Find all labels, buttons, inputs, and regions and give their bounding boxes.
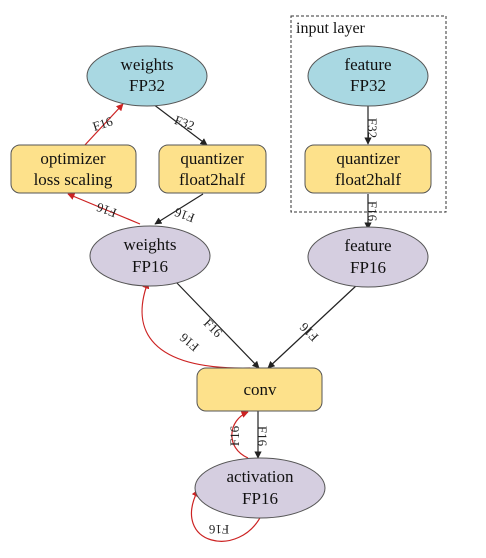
node-optimizer-sublabel: loss scaling — [34, 170, 113, 189]
edges: F16 F32 F16 F16 F32 F16 F16 F16 F16 F16 … — [67, 103, 380, 542]
edge-activation-to-conv — [231, 411, 249, 459]
edge-label-quantizer-to-feature16: F16 — [365, 201, 380, 222]
edge-label-weights32-to-quantizer: F32 — [172, 112, 196, 133]
node-weights-fp32-label: weights — [121, 55, 174, 74]
edge-label-weights16-to-optimizer: F16 — [94, 200, 119, 221]
node-activation-fp16-label: activation — [226, 467, 294, 486]
node-feature-fp32-shape — [307, 45, 429, 107]
edge-label-conv-to-weights16: F16 — [176, 330, 202, 355]
node-activation-fp16-shape — [194, 457, 326, 519]
edge-label-activation-to-conv: F16 — [227, 425, 242, 446]
node-feature-fp16-precision: FP16 — [350, 258, 386, 277]
input-layer-label: input layer — [296, 20, 366, 37]
edge-label-feature16-to-conv: F16 — [296, 319, 321, 344]
node-weights-fp16-shape — [89, 225, 211, 287]
node-activation-fp16-precision: FP16 — [242, 489, 278, 508]
node-feature-fp32: feature FP32 — [307, 45, 429, 107]
node-optimizer-shape — [10, 144, 137, 194]
node-feature-fp16-label: feature — [344, 236, 391, 255]
node-feature-fp16-shape — [307, 226, 429, 288]
node-weights-fp16-label: weights — [124, 235, 177, 254]
input-layer-frame — [290, 15, 447, 213]
node-weights-fp16: weights FP16 — [89, 225, 211, 287]
node-optimizer-label: optimizer — [40, 149, 105, 168]
node-conv-shape — [196, 367, 323, 412]
node-quantizer-right-sublabel: float2half — [335, 170, 401, 189]
edge-weights16-to-optimizer — [67, 193, 141, 225]
node-quantizer-left-shape — [158, 144, 267, 194]
edge-label-conv-to-activation: F16 — [255, 426, 270, 447]
node-weights-fp32: weights FP32 — [86, 45, 208, 107]
edge-label-activation-self: F16 — [208, 522, 229, 537]
node-activation-fp16: activation FP16 — [194, 457, 326, 519]
nodes: weights FP32 optimizer loss scaling quan… — [10, 45, 432, 519]
node-weights-fp16-precision: FP16 — [132, 257, 168, 276]
edge-weights16-to-conv — [175, 281, 260, 369]
node-quantizer-right-shape — [304, 144, 432, 194]
edge-label-feature32-to-quantizer: F32 — [365, 118, 380, 138]
node-feature-fp32-label: feature — [344, 55, 391, 74]
node-optimizer: optimizer loss scaling — [10, 144, 137, 194]
node-quantizer-left-sublabel: float2half — [179, 170, 245, 189]
node-quantizer-left: quantizer float2half — [158, 144, 267, 194]
node-feature-fp32-precision: FP32 — [350, 76, 386, 95]
edge-label-quantizer-to-weights16: F16 — [172, 205, 197, 226]
edge-weights32-to-quantizer — [152, 103, 208, 146]
edge-conv-to-weights16 — [141, 281, 251, 369]
node-quantizer-right: quantizer float2half — [304, 144, 432, 194]
node-quantizer-right-label: quantizer — [336, 149, 400, 168]
node-weights-fp32-precision: FP32 — [129, 76, 165, 95]
node-feature-fp16: feature FP16 — [307, 226, 429, 288]
edge-activation-self — [190, 489, 263, 542]
node-weights-fp32-shape — [86, 45, 208, 107]
edge-quantizer-to-weights16 — [154, 193, 204, 225]
edge-label-weights16-to-conv: F16 — [201, 315, 226, 340]
edge-label-optimizer-to-weights32: F16 — [91, 113, 115, 134]
node-quantizer-left-label: quantizer — [180, 149, 244, 168]
edge-optimizer-to-weights32 — [83, 103, 124, 147]
input-layer-group: input layer — [290, 15, 447, 213]
edge-feature16-to-conv — [267, 284, 358, 369]
node-conv-label: conv — [243, 380, 277, 399]
node-conv: conv — [196, 367, 323, 412]
